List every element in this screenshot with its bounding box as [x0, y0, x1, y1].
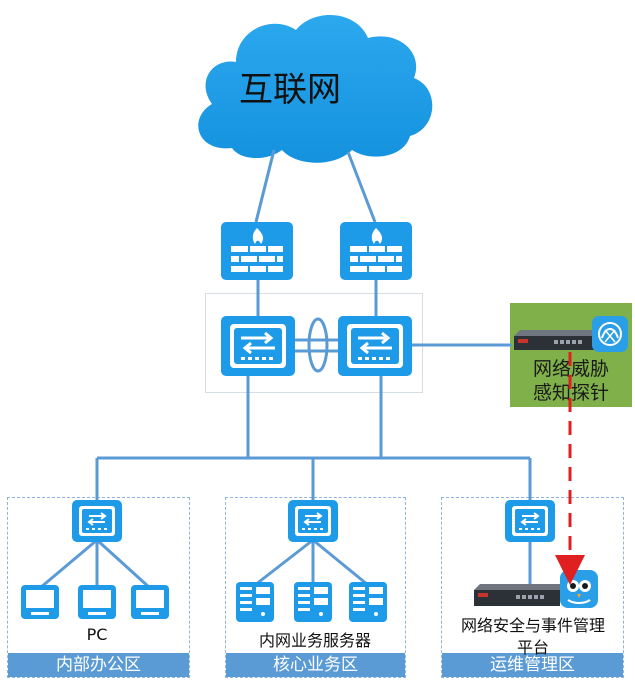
core-switch-icon — [338, 316, 412, 376]
firewall-icon — [221, 222, 293, 280]
access-switch-icon — [288, 500, 338, 542]
core-device-label: 内网业务服务器 — [258, 631, 371, 650]
appliance-icon — [514, 330, 600, 350]
owl-badge-icon — [592, 316, 628, 352]
ops-device-label-line1: 网络安全与事件管理 — [460, 616, 605, 635]
access-switch-icon — [72, 500, 122, 542]
internet-cloud — [198, 15, 433, 163]
stack-link-ring — [307, 317, 329, 373]
monitor-icon — [78, 585, 116, 619]
server-icon — [349, 582, 387, 622]
core-switch-icon — [221, 316, 295, 376]
zone-ops-label: 运维管理区 — [442, 653, 623, 677]
appliance-icon — [474, 584, 566, 606]
access-switch-icon — [505, 500, 555, 542]
server-icon — [294, 582, 332, 622]
office-device-label: PC — [86, 625, 108, 644]
monitor-icon — [21, 585, 59, 619]
server-icon — [236, 582, 274, 622]
owl-badge-icon — [560, 570, 598, 608]
ops-device-label-line2: 平台 — [516, 638, 549, 657]
zone-office-label: 内部办公区 — [8, 653, 189, 677]
zone-office: 内部办公区 — [7, 497, 190, 678]
zone-core: 核心业务区 — [225, 497, 406, 678]
probe-label-line2: 感知探针 — [532, 382, 609, 404]
connection-lines — [39, 149, 532, 590]
zone-core-label: 核心业务区 — [226, 653, 405, 677]
internet-label: 互联网 — [239, 70, 341, 110]
firewall-icon — [340, 222, 412, 280]
monitor-icon — [131, 585, 169, 619]
zone-ops: 运维管理区 — [441, 497, 624, 678]
probe-label-line1: 网络威胁 — [532, 358, 609, 380]
